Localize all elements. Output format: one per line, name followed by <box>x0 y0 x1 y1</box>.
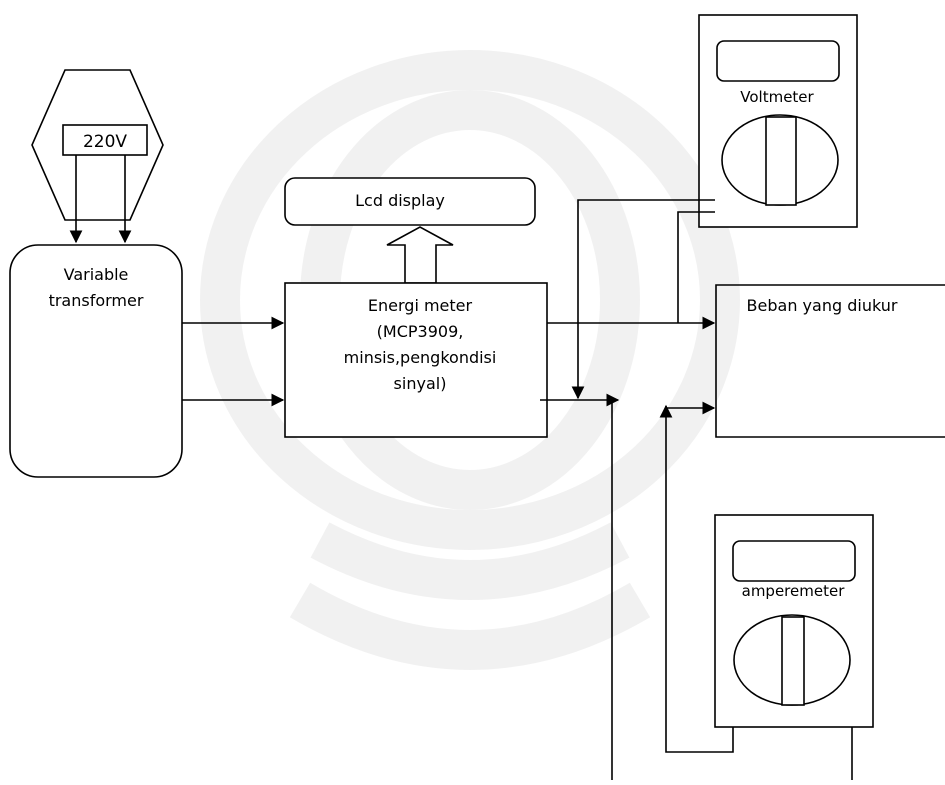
voltmeter-wire-1 <box>571 199 715 400</box>
load-under-test: Beban yang diukur <box>715 284 945 438</box>
watermark-emblem <box>200 50 740 670</box>
voltmeter-label: Voltmeter <box>740 88 814 106</box>
amperemeter-label: amperemeter <box>742 582 846 600</box>
energy-meter-line4: sinyal) <box>394 374 447 393</box>
amperemeter-wire-up <box>659 404 734 753</box>
lcd-label: Lcd display <box>355 191 445 210</box>
energy-meter-line2: (MCP3909, <box>377 322 464 341</box>
transformer-label-line1: Variable <box>64 265 129 284</box>
power-source: 220V <box>31 69 164 221</box>
hollow-arrow-to-lcd <box>386 226 454 284</box>
transformer-label-line2: transformer <box>49 291 144 310</box>
energy-meter-line3: minsis,pengkondisi <box>344 348 497 367</box>
voltmeter: Voltmeter <box>698 14 858 228</box>
variable-transformer: Variable transformer <box>9 244 183 478</box>
amperemeter: amperemeter <box>714 514 874 728</box>
energy-meter-line1: Energi meter <box>368 296 473 315</box>
source-label: 220V <box>83 132 127 152</box>
voltmeter-wire-2 <box>677 211 715 323</box>
load-label: Beban yang diukur <box>747 296 898 315</box>
lcd-display: Lcd display <box>284 177 536 226</box>
energy-meter: Energi meter (MCP3909, minsis,pengkondis… <box>284 282 548 438</box>
